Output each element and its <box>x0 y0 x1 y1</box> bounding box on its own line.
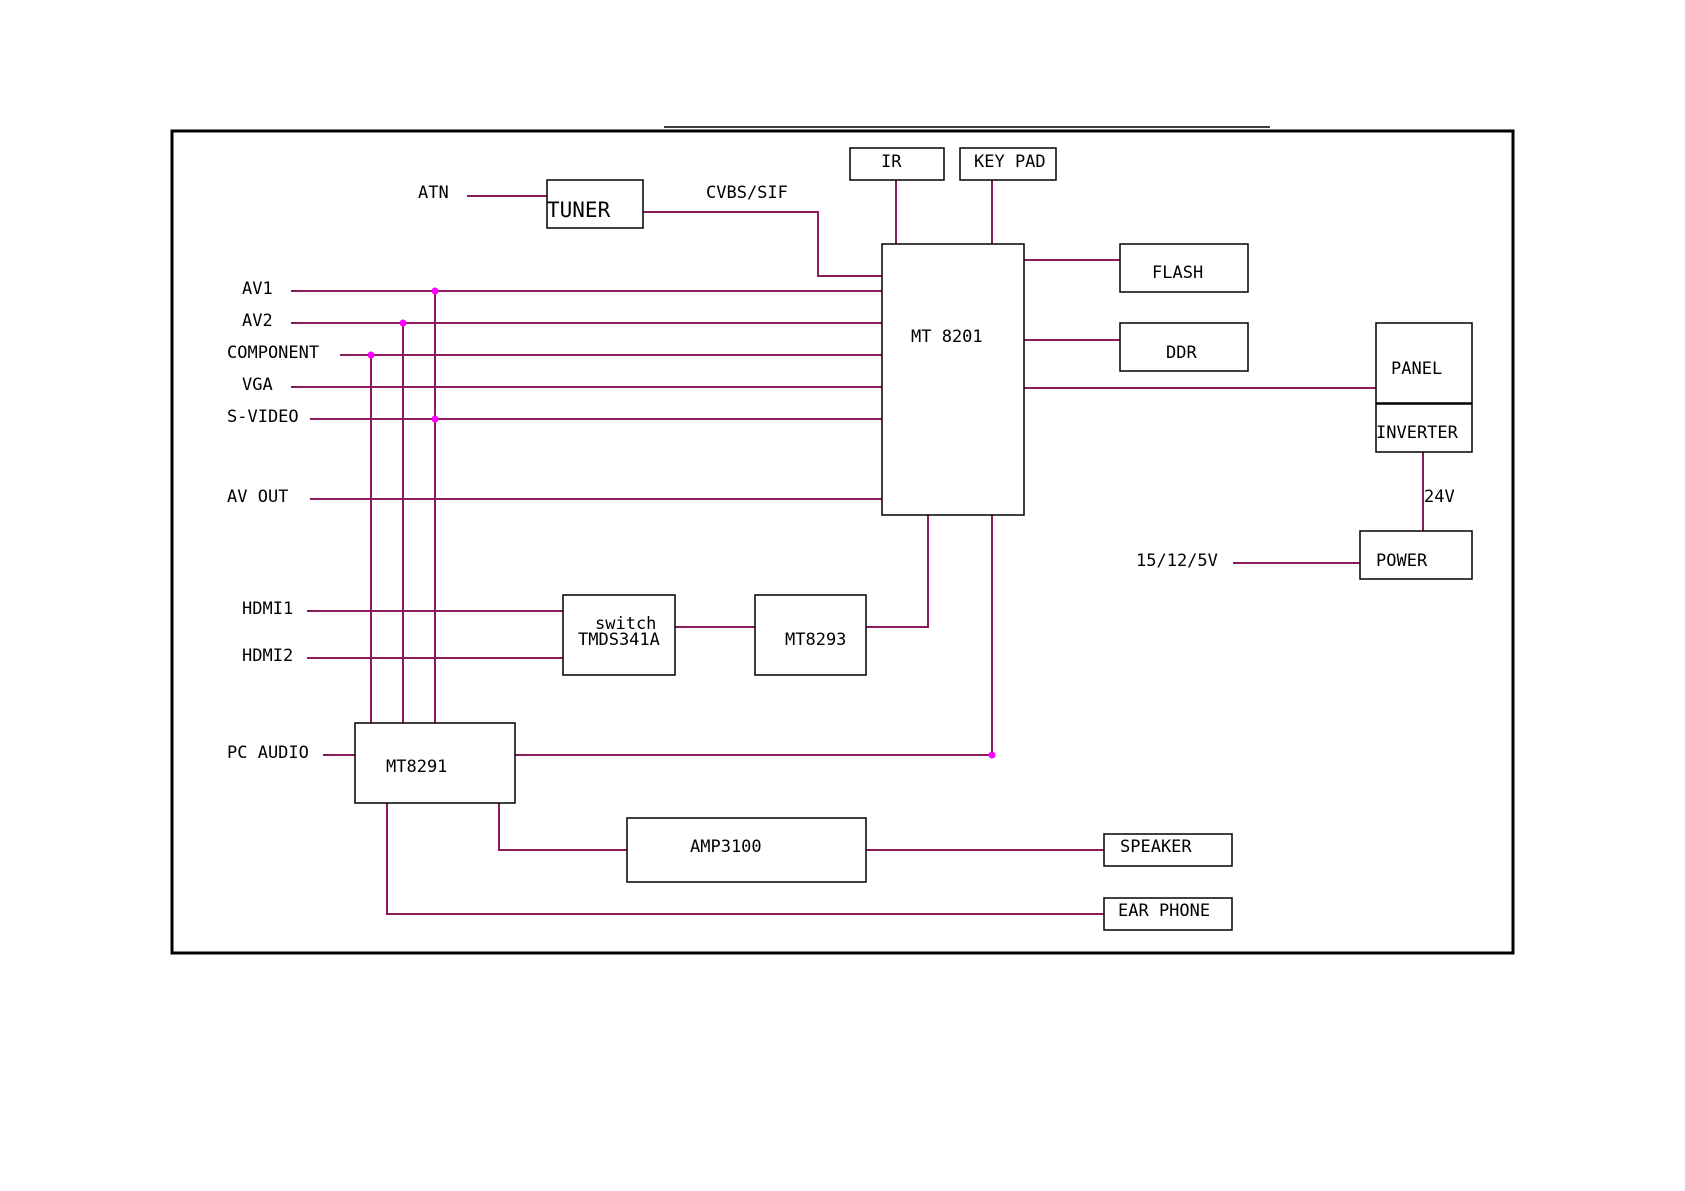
label-av2: AV2 <box>242 311 273 331</box>
connection-wires <box>291 180 1423 914</box>
earphone-label: EAR PHONE <box>1118 901 1210 921</box>
power-label: POWER <box>1376 551 1428 571</box>
label-cvbs-sif: CVBS/SIF <box>706 183 788 203</box>
label-hdmi1: HDMI1 <box>242 599 293 619</box>
block-amp: AMP3100 <box>627 818 866 882</box>
block-keypad: KEY PAD <box>960 148 1056 180</box>
flash-label: FLASH <box>1152 263 1203 283</box>
wire-tuner-mt8201 <box>643 212 882 276</box>
block-power: POWER <box>1360 531 1472 579</box>
label-avout: AV OUT <box>227 487 288 507</box>
block-tuner: TUNER <box>547 180 643 228</box>
ir-label: IR <box>881 152 902 172</box>
block-mt8201: MT 8201 <box>882 244 1024 515</box>
label-pcaudio: PC AUDIO <box>227 743 309 763</box>
mt8293-label: MT8293 <box>785 630 846 650</box>
switch-label-line2: TMDS341A <box>578 630 660 650</box>
wire-mt8291-amp <box>499 803 627 850</box>
block-inverter: INVERTER <box>1376 404 1472 452</box>
label-24v: 24V <box>1424 487 1455 507</box>
label-component: COMPONENT <box>227 343 319 363</box>
wire-mt8293-mt8201 <box>866 515 928 627</box>
junction-dot <box>989 752 996 759</box>
label-supply: 15/12/5V <box>1136 551 1218 571</box>
keypad-label: KEY PAD <box>974 152 1046 172</box>
junction-dot <box>432 288 439 295</box>
block-flash: FLASH <box>1120 244 1248 292</box>
ddr-label: DDR <box>1166 343 1197 363</box>
block-panel: PANEL <box>1376 323 1472 403</box>
label-atn: ATN <box>418 183 449 203</box>
label-svideo: S-VIDEO <box>227 407 299 427</box>
label-vga: VGA <box>242 375 273 395</box>
block-earphone: EAR PHONE <box>1104 898 1232 930</box>
block-ir: IR <box>850 148 944 180</box>
block-switch: switch TMDS341A <box>563 595 675 675</box>
amp-label: AMP3100 <box>690 837 762 857</box>
block-speaker: SPEAKER <box>1104 834 1232 866</box>
tuner-label: TUNER <box>547 198 611 222</box>
mt8201-label: MT 8201 <box>911 327 983 347</box>
block-mt8291: MT8291 <box>355 723 515 803</box>
block-ddr: DDR <box>1120 323 1248 371</box>
junction-dot <box>400 320 407 327</box>
mt8291-label: MT8291 <box>386 757 447 777</box>
inverter-label: INVERTER <box>1376 423 1459 443</box>
speaker-label: SPEAKER <box>1120 837 1192 857</box>
mt8201-box <box>882 244 1024 515</box>
junction-dot <box>368 352 375 359</box>
block-mt8293: MT8293 <box>755 595 866 675</box>
junction-dot <box>432 416 439 423</box>
label-hdmi2: HDMI2 <box>242 646 293 666</box>
label-av1: AV1 <box>242 279 273 299</box>
panel-label: PANEL <box>1391 359 1442 379</box>
